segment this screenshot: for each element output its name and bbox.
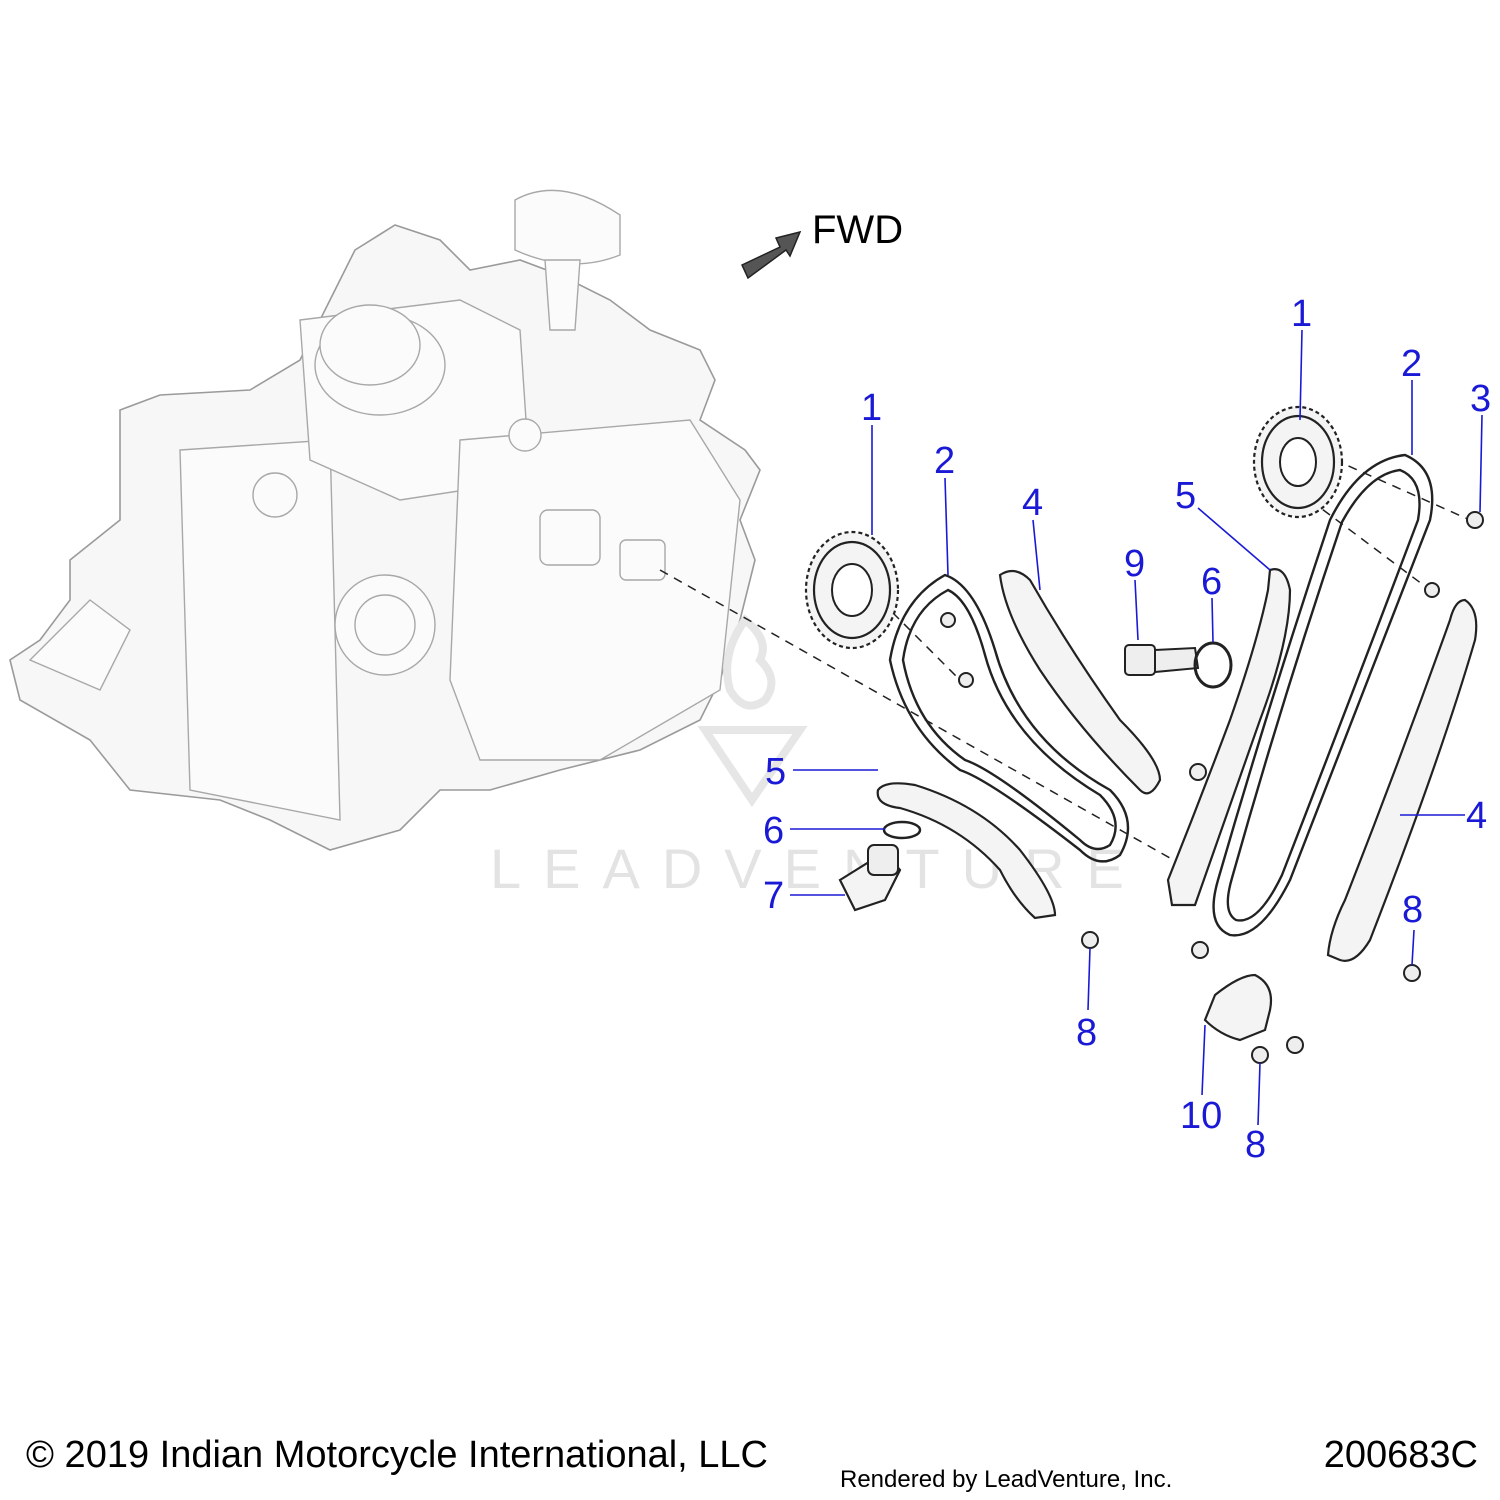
callout-5-lower: 5 <box>765 751 786 793</box>
callout-1-left: 1 <box>861 387 882 429</box>
timing-chain-right-inner <box>1226 468 1421 922</box>
o-ring-upper <box>1193 641 1233 689</box>
chain-tensioner <box>838 844 902 912</box>
callout-6-upper: 6 <box>1201 561 1222 603</box>
flame-watermark-icon <box>723 614 776 710</box>
engine-crankcase <box>9 189 761 851</box>
callout-9: 9 <box>1124 543 1145 585</box>
callout-10: 10 <box>1180 1095 1222 1137</box>
o-ring-lower <box>882 820 922 840</box>
callout-2-right: 2 <box>1401 343 1422 385</box>
bolt-large <box>1124 644 1200 676</box>
callout-8-bottom: 8 <box>1245 1124 1266 1166</box>
chain-guide-left <box>998 569 1162 795</box>
callout-5-upper: 5 <box>1175 475 1196 517</box>
tensioner-guide-right <box>1166 568 1292 907</box>
callout-4-right: 4 <box>1466 795 1487 837</box>
timing-chain-left-inner <box>901 588 1117 851</box>
timing-chain-left <box>888 573 1130 863</box>
callout-labels: 1 2 4 9 6 5 1 2 3 5 6 7 8 4 8 10 8 <box>763 293 1491 1166</box>
forward-label: FWD <box>812 208 903 252</box>
callout-8-left: 8 <box>1076 1012 1097 1054</box>
diagram-id: 200683C <box>1323 1434 1478 1476</box>
callout-6-lower: 6 <box>763 810 784 852</box>
cam-sprocket-left <box>804 530 900 650</box>
small-bolts <box>940 511 1484 1064</box>
callout-7: 7 <box>763 875 784 917</box>
copyright-text: © 2019 Indian Motorcycle International, … <box>26 1434 768 1476</box>
v-watermark-icon <box>697 726 808 808</box>
rendered-by-text: Rendered by LeadVenture, Inc. <box>840 1466 1173 1493</box>
leader-lines <box>790 329 1483 1126</box>
tensioner-guide-left <box>876 782 1057 920</box>
timing-chain-right <box>1212 453 1434 937</box>
callout-3: 3 <box>1470 378 1491 420</box>
chain-guide-right <box>1326 598 1478 962</box>
cam-sprocket-right <box>1252 405 1344 519</box>
forward-direction-indicator: FWD <box>741 208 903 280</box>
callout-2-left: 2 <box>934 440 955 482</box>
callout-8-right: 8 <box>1402 889 1423 931</box>
callout-4-left: 4 <box>1022 482 1043 524</box>
forward-arrow-icon <box>741 230 802 280</box>
chain-guide-bracket <box>1203 973 1273 1042</box>
callout-1-right: 1 <box>1291 293 1312 335</box>
